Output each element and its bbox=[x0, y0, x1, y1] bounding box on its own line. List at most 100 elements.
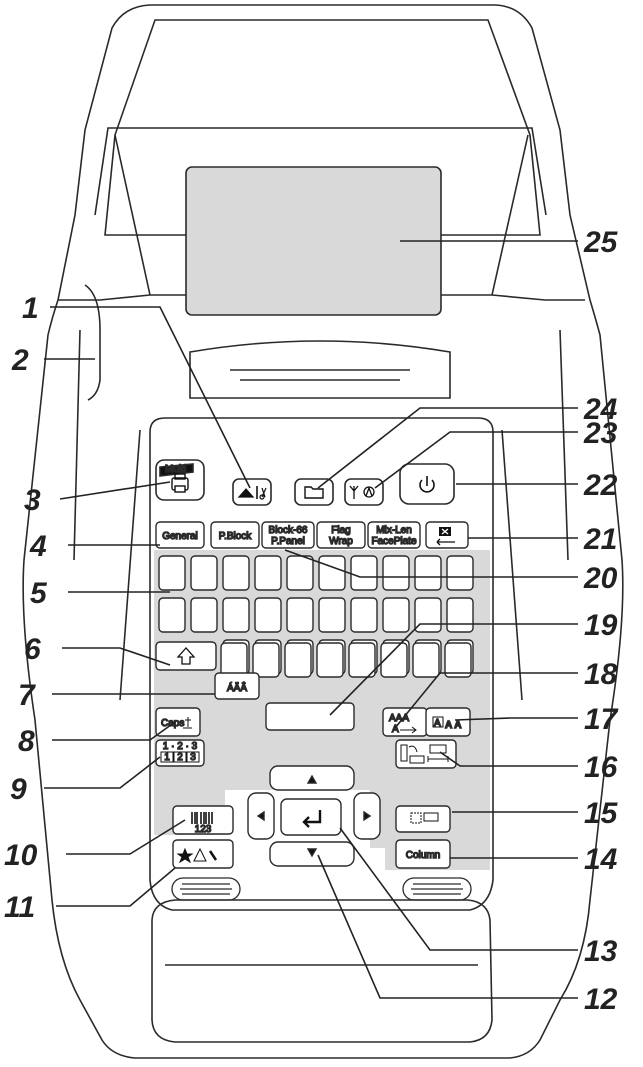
callout-11: 11 bbox=[4, 891, 35, 924]
letter-key-9[interactable] bbox=[446, 555, 474, 591]
letter-key-16[interactable] bbox=[350, 597, 378, 633]
callout-9: 9 bbox=[10, 773, 27, 806]
letter-key-5[interactable] bbox=[318, 555, 346, 591]
letter-key-4[interactable] bbox=[286, 555, 314, 591]
speaker-grille-left bbox=[171, 877, 241, 901]
frame-icon bbox=[410, 812, 439, 824]
feed-cut-key[interactable] bbox=[232, 478, 272, 506]
multi-label: Multi bbox=[165, 464, 186, 475]
callout-23: 23 bbox=[583, 417, 618, 450]
accent-key[interactable]: ÁÄÂ bbox=[214, 672, 260, 700]
letter-key-6[interactable] bbox=[350, 555, 378, 591]
seq-label: 1 · 2 · 3 bbox=[163, 741, 198, 752]
letter-key-11[interactable] bbox=[190, 597, 218, 633]
space-key[interactable] bbox=[265, 702, 355, 731]
letter-key-0[interactable] bbox=[158, 555, 186, 591]
general-label: General bbox=[162, 531, 198, 542]
callout-13: 13 bbox=[584, 935, 618, 968]
power-key[interactable] bbox=[399, 463, 455, 505]
symbol-key[interactable] bbox=[172, 839, 234, 869]
letter-key-15[interactable] bbox=[318, 597, 346, 633]
block66-key[interactable]: Block-66 P.Panel bbox=[261, 521, 315, 549]
letter-key-7[interactable] bbox=[382, 555, 410, 591]
callout-17: 17 bbox=[584, 703, 619, 736]
size-key[interactable]: AAA A bbox=[382, 707, 428, 737]
callout-6: 6 bbox=[24, 633, 41, 666]
accent-label: ÁÄÂ bbox=[227, 681, 247, 694]
letter-key-8[interactable] bbox=[414, 555, 442, 591]
letter-key-1[interactable] bbox=[190, 555, 218, 591]
sequence-key[interactable]: 1 · 2 · 3 1 2 3 bbox=[155, 739, 205, 767]
callout-1: 1 bbox=[22, 292, 39, 325]
letter-key-2[interactable] bbox=[222, 555, 250, 591]
block66-label: Block-66 bbox=[269, 525, 308, 536]
column-key[interactable]: Column bbox=[395, 839, 451, 869]
callout-18: 18 bbox=[584, 658, 618, 691]
frame-key[interactable] bbox=[395, 805, 451, 833]
letter-key-18[interactable] bbox=[414, 597, 442, 633]
letter-key-32[interactable] bbox=[348, 642, 376, 678]
callout-5: 5 bbox=[30, 577, 48, 610]
seq-box-2: 2 bbox=[177, 752, 183, 763]
arrow-down-key[interactable] bbox=[269, 841, 355, 867]
letter-key-19[interactable] bbox=[446, 597, 474, 633]
callout-7: 7 bbox=[18, 679, 36, 712]
barcode-digits: 123 bbox=[195, 824, 212, 835]
delete-icon bbox=[436, 527, 455, 546]
file-key[interactable] bbox=[294, 478, 334, 506]
power-icon bbox=[419, 476, 435, 493]
settings-icon bbox=[349, 485, 375, 499]
letter-key-12[interactable] bbox=[222, 597, 250, 633]
general-key[interactable]: General bbox=[155, 521, 205, 549]
letter-key-30[interactable] bbox=[284, 642, 312, 678]
callout-14: 14 bbox=[584, 843, 618, 876]
letter-key-35[interactable] bbox=[444, 642, 472, 678]
callout-12: 12 bbox=[584, 983, 618, 1016]
letter-key-29[interactable] bbox=[252, 642, 280, 678]
ppanel-label: P.Panel bbox=[271, 536, 305, 547]
letter-key-34[interactable] bbox=[412, 642, 440, 678]
letter-key-14[interactable] bbox=[286, 597, 314, 633]
letter-key-33[interactable] bbox=[380, 642, 408, 678]
mixlen-key[interactable]: Mix-Len FacePlate bbox=[367, 521, 421, 549]
shift-key[interactable] bbox=[155, 641, 217, 671]
wrap-label: Wrap bbox=[329, 536, 353, 547]
font-style-key[interactable]: A A A bbox=[425, 707, 471, 737]
print-multi-key[interactable]: Multi bbox=[155, 459, 205, 501]
pblock-label: P.Block bbox=[219, 531, 253, 542]
barcode-key[interactable]: 123 bbox=[172, 805, 234, 836]
callout-3: 3 bbox=[24, 484, 41, 517]
letter-key-10[interactable] bbox=[158, 597, 186, 633]
callout-4: 4 bbox=[29, 530, 47, 563]
seq-box-3: 3 bbox=[190, 752, 196, 763]
callout-16: 16 bbox=[584, 751, 618, 784]
faceplate-label: FacePlate bbox=[371, 536, 416, 547]
enter-key[interactable] bbox=[280, 798, 342, 836]
letter-key-31[interactable] bbox=[316, 642, 344, 678]
svg-text:A: A bbox=[392, 724, 399, 735]
callout-15: 15 bbox=[584, 797, 619, 830]
symbol-icon bbox=[176, 847, 218, 864]
feed-cut-icon bbox=[237, 486, 267, 500]
folder-icon bbox=[304, 486, 324, 499]
letter-key-17[interactable] bbox=[382, 597, 410, 633]
arrow-up-key[interactable] bbox=[269, 765, 355, 791]
settings-key[interactable] bbox=[344, 478, 384, 506]
callout-19: 19 bbox=[584, 609, 618, 642]
letter-key-28[interactable] bbox=[220, 642, 248, 678]
arrow-down-icon bbox=[306, 848, 318, 858]
column-label: Column bbox=[406, 850, 440, 861]
delete-key[interactable] bbox=[425, 521, 469, 549]
letter-key-3[interactable] bbox=[254, 555, 282, 591]
arrow-left-key[interactable] bbox=[247, 792, 275, 840]
callout-numbers: 1 2 3 4 5 6 7 8 9 10 11 12 13 14 15 16 1… bbox=[4, 226, 619, 1016]
letter-key-13[interactable] bbox=[254, 597, 282, 633]
flag-key[interactable]: Flag Wrap bbox=[316, 521, 366, 549]
printer-icon bbox=[171, 473, 189, 493]
arrow-right-key[interactable] bbox=[353, 792, 381, 840]
callout-21: 21 bbox=[583, 523, 617, 556]
length-key[interactable] bbox=[395, 739, 457, 769]
pblock-key[interactable]: P.Block bbox=[210, 521, 260, 549]
callout-24: 24 bbox=[583, 393, 618, 426]
